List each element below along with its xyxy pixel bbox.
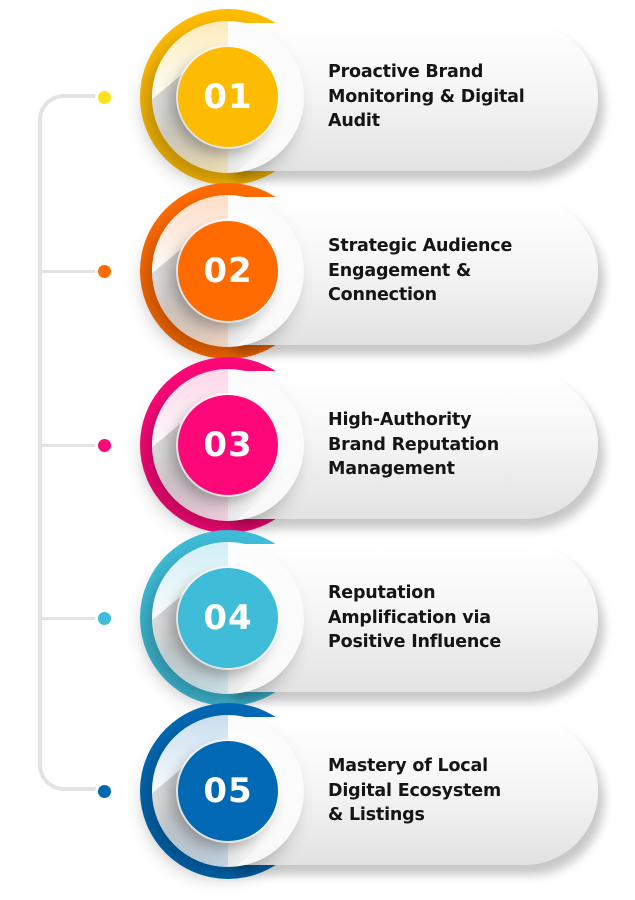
connector-branch bbox=[42, 444, 104, 447]
step-item-04: 04 Reputation Amplification via Positive… bbox=[0, 530, 635, 706]
step-label-line-3: Audit bbox=[328, 111, 380, 132]
step-number-badge: 05 bbox=[178, 741, 278, 841]
step-label-line-2: Brand Reputation bbox=[328, 434, 500, 455]
step-label-line-2: Engagement & bbox=[328, 260, 472, 281]
step-label: Mastery of Local Digital Ecosystem & Lis… bbox=[328, 703, 578, 879]
step-label-line-1: Strategic Audience bbox=[328, 236, 513, 257]
step-label-line-1: Proactive Brand bbox=[328, 62, 484, 83]
step-number-badge: 04 bbox=[178, 568, 278, 668]
step-item-01: 01 Proactive Brand Monitoring & Digital … bbox=[0, 9, 635, 185]
step-label-line-1: Reputation bbox=[328, 583, 436, 604]
connector-branch bbox=[42, 270, 104, 273]
step-label: Strategic Audience Engagement & Connecti… bbox=[328, 183, 578, 359]
step-label-line-3: Positive Influence bbox=[328, 632, 502, 653]
step-label-line-2: Digital Ecosystem bbox=[328, 780, 501, 801]
step-item-05: 05 Mastery of Local Digital Ecosystem & … bbox=[0, 703, 635, 879]
step-label-line-2: Monitoring & Digital bbox=[328, 86, 525, 107]
step-label-line-2: Amplification via bbox=[328, 607, 491, 628]
step-label-line-1: Mastery of Local bbox=[328, 756, 488, 777]
connector-dot bbox=[98, 91, 111, 104]
step-number-badge: 03 bbox=[178, 395, 278, 495]
connector-branch bbox=[42, 617, 104, 620]
step-number-badge: 01 bbox=[178, 47, 278, 147]
connector-dot bbox=[98, 265, 111, 278]
connector-dot bbox=[98, 439, 111, 452]
step-label-line-3: Management bbox=[328, 459, 455, 480]
step-label-line-1: High-Authority bbox=[328, 410, 472, 431]
timeline-rail bbox=[38, 94, 108, 791]
connector-dot bbox=[98, 612, 111, 625]
step-label-line-3: Connection bbox=[328, 285, 437, 306]
step-item-03: 03 High-Authority Brand Reputation Manag… bbox=[0, 357, 635, 533]
step-number-badge: 02 bbox=[178, 221, 278, 321]
step-item-02: 02 Strategic Audience Engagement & Conne… bbox=[0, 183, 635, 359]
step-label-line-3: & Listings bbox=[328, 805, 425, 826]
step-label: Reputation Amplification via Positive In… bbox=[328, 530, 578, 706]
step-label: Proactive Brand Monitoring & Digital Aud… bbox=[328, 9, 578, 185]
step-label: High-Authority Brand Reputation Manageme… bbox=[328, 357, 578, 533]
connector-dot bbox=[98, 785, 111, 798]
